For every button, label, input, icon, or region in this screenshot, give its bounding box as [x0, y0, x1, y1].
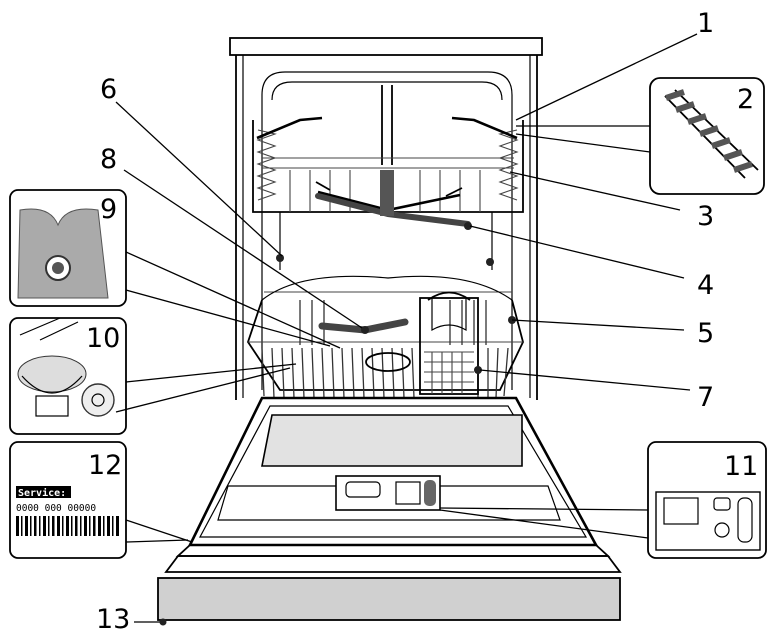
- callout-9: 9: [100, 194, 117, 225]
- dishwasher-door: [157, 396, 622, 626]
- basket-height-adjuster: [276, 254, 284, 262]
- callout-numbers: 1 2 3 4 5 6 7 8 9 10 11 12 13: [86, 8, 758, 631]
- barcode: [16, 516, 119, 536]
- callout-8: 8: [100, 144, 117, 175]
- inset-dispenser-detail: [647, 441, 767, 559]
- inset-cutlery-tray: [649, 77, 765, 195]
- upper-spray-arm: [315, 170, 472, 230]
- callout-1: 1: [697, 8, 714, 39]
- inset-rating-plate: Service: 0000 000 00000: [9, 441, 127, 559]
- door-front-panel: [157, 577, 621, 621]
- callout-6: 6: [100, 74, 117, 105]
- lower-basket: [247, 275, 524, 399]
- callout-5: 5: [697, 318, 714, 349]
- inset-filter-assembly: [9, 317, 127, 435]
- callout-13: 13: [96, 604, 130, 631]
- lower-spray-arm: [318, 318, 411, 372]
- callout-11: 11: [724, 451, 758, 482]
- inset-rinse-filter: [9, 189, 127, 307]
- callout-12: 12: [88, 450, 122, 481]
- callout-7: 7: [697, 382, 714, 413]
- callout-3: 3: [697, 201, 714, 232]
- dishwasher-cabinet: [229, 37, 543, 400]
- cutlery-basket: [419, 291, 482, 395]
- service-number: 0000 000 00000: [16, 503, 96, 514]
- callout-10: 10: [86, 323, 120, 354]
- callout-4: 4: [697, 270, 714, 301]
- service-label: Service:: [18, 487, 66, 499]
- leader-lines: [115, 33, 698, 623]
- callout-2: 2: [737, 84, 754, 115]
